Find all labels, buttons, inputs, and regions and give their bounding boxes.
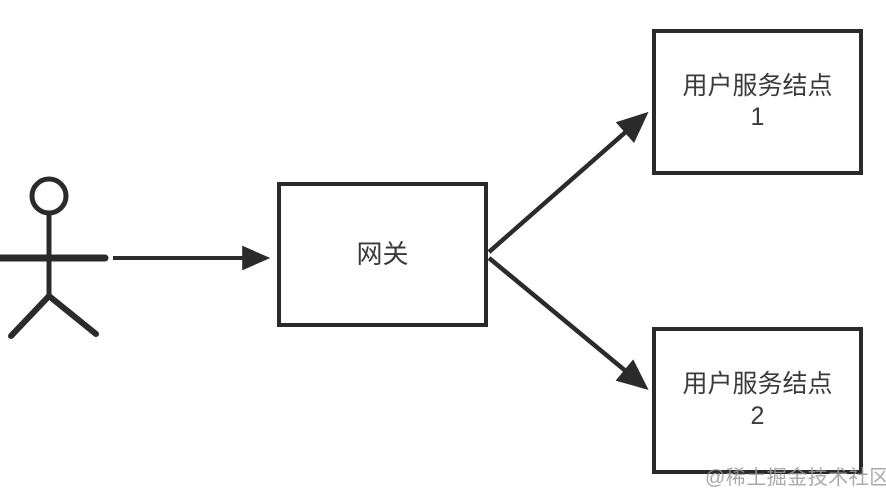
service-node-2: 用户服务结点 2 xyxy=(652,327,863,474)
watermark: @稀土掘金技术社区 xyxy=(705,467,886,489)
service-node-2-label: 用户服务结点 xyxy=(682,370,833,399)
user-actor-icon xyxy=(0,176,109,339)
service-node-1-label: 用户服务结点 xyxy=(682,71,833,100)
service-node-1: 用户服务结点 1 xyxy=(652,29,863,175)
gateway-node-label: 网关 xyxy=(356,239,409,270)
actor-head xyxy=(29,176,69,216)
actor-right-leg xyxy=(46,293,99,337)
arrow-gateway-to-service1 xyxy=(487,111,649,254)
actor-left-leg xyxy=(8,293,52,339)
service-node-1-number: 1 xyxy=(750,103,765,131)
service-node-2-number: 2 xyxy=(750,401,765,430)
gateway-node: 网关 xyxy=(277,182,488,327)
arrow-gateway-to-service2 xyxy=(487,256,649,391)
